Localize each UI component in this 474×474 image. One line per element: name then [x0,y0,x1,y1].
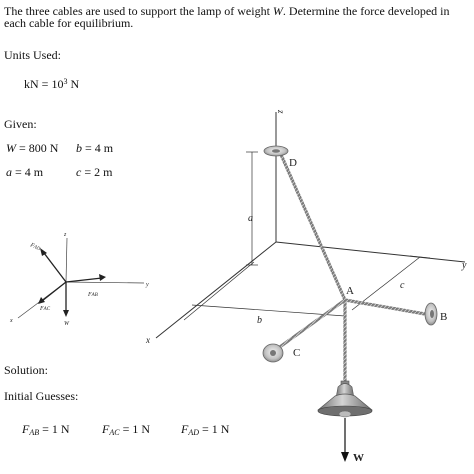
support-ring-B-hole [430,310,434,318]
point-B-label: B [440,311,447,323]
cable-AC [276,298,346,351]
fbd-y-label: y [145,282,149,288]
given-c-value: 2 m [94,165,113,179]
solution-header: Solution: [4,363,49,377]
given-b-equals: = [82,141,95,155]
problem-text-suffix: . Determine the force developed in each … [4,4,450,30]
fbd-weight-head [63,310,69,317]
y-axis [275,241,466,263]
dimension-b-extension [183,261,255,321]
units-unit: N [67,77,80,91]
given-c-symbol: c [76,165,82,179]
lamp-bulb [338,410,352,418]
units-base: 10 [51,77,64,91]
y-axis-label: y [461,260,467,271]
dimension-c-label: c [400,280,405,291]
guess-FAC: FAC = 1 N [102,422,151,437]
units-header: Units Used: [4,48,61,62]
guess-FAD-equals: = [199,422,212,436]
fbd-force-AB-head [99,274,106,281]
guess-FAD-value: 1 N [211,422,230,436]
guess-FAC-symbol: F [102,422,110,436]
x-axis [155,241,277,339]
guess-FAB-value: 1 N [51,422,70,436]
weight-label: W [353,452,364,464]
units-definition: kN = 103 N [24,78,79,91]
given-c: c = 2 m [76,166,112,179]
dimension-b-line [191,304,346,317]
dimension-c-line [351,256,421,311]
weight-symbol: W [272,4,283,18]
given-c-equals: = [81,165,95,179]
point-A-label: A [346,285,354,297]
free-body-diagram: z y x FAD FAB FAC W [9,232,149,327]
given-a-equals: = [12,165,25,179]
fbd-force-AD-label: FAD [28,242,41,252]
weight-arrow-head [341,452,349,462]
guess-FAC-subscript: AC [109,428,120,437]
guess-FAD-symbol: F [181,422,189,436]
given-b-value: 4 m [94,141,114,155]
problem-text-prefix: The three cables are used to support the… [4,4,273,18]
kn-label: kN [24,77,39,91]
given-b: b = 4 m [76,142,113,155]
point-D-label: D [289,157,297,169]
x-axis-label: x [145,335,150,345]
guess-FAD-subscript: AD [188,428,200,437]
initial-guesses-header: Initial Guesses: [4,389,79,403]
given-W-equals: = [16,141,29,155]
fbd-force-AB-arrow [65,277,103,283]
fbd-z-label: z [63,232,67,238]
support-ring-C-hole [270,350,276,356]
given-header: Given: [4,117,37,131]
fbd-z-axis [65,237,68,283]
fbd-y-axis [65,281,145,284]
given-W-symbol: W [6,141,16,155]
fbd-force-AD-head [40,248,47,256]
guess-FAB-equals: = [39,422,52,436]
given-W-value: 800 N [28,141,59,155]
given-a-symbol: a [6,165,12,179]
point-C-label: C [293,347,300,359]
cable-AD [277,149,347,301]
guess-FAB: FAB = 1 N [22,422,70,437]
cable-AB [344,298,426,316]
guess-FAB-symbol: F [22,422,30,436]
fbd-force-AC-head [38,297,45,304]
fbd-x-label: x [9,318,13,324]
fbd-force-AC-arrow [41,281,67,302]
support-ring-D-hole [272,149,280,153]
given-W: W = 800 N [6,142,58,155]
z-axis-label: z [276,109,286,114]
dimension-b-label: b [257,315,262,326]
guess-FAC-equals: = [119,422,133,436]
given-a-value: 4 m [24,165,44,179]
units-equals: = [38,77,52,91]
guess-FAC-value: 1 N [132,422,151,436]
given-b-symbol: b [76,141,82,155]
dimension-a-label: a [248,213,253,224]
guess-FAB-subscript: AB [29,428,40,437]
problem-statement: The three cables are used to support the… [4,5,470,29]
given-a: a = 4 m [6,166,43,179]
units-exponent: 3 [63,77,68,86]
fbd-force-AB-label: FAB [87,292,98,298]
guess-FAD: FAD = 1 N [181,422,230,437]
fbd-force-AC-label: FAC [39,306,51,312]
fbd-weight-label: W [64,321,70,327]
fbd-force-AD-arrow [43,252,67,283]
dimension-c-tick [409,255,431,259]
